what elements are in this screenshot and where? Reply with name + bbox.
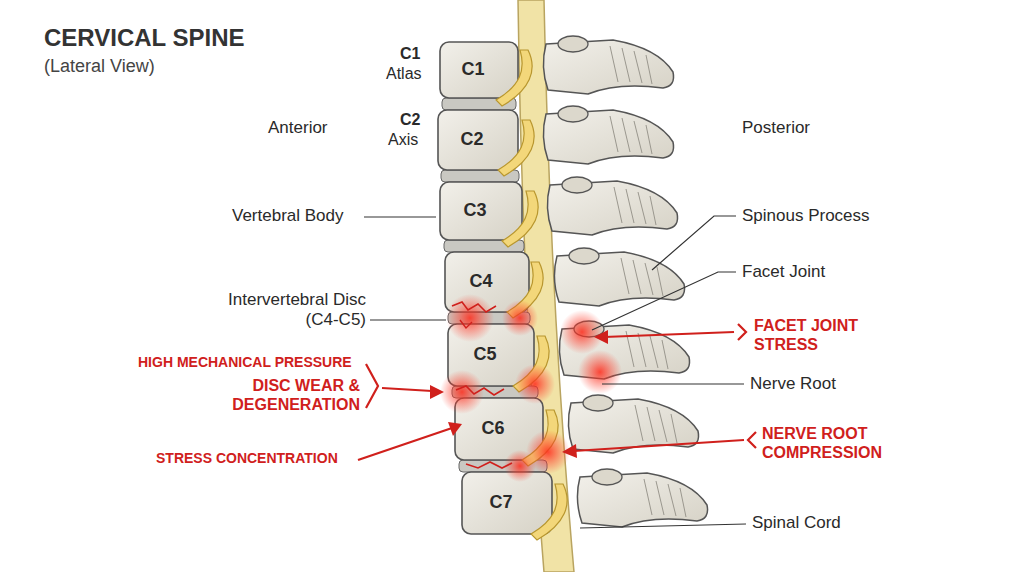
subtitle: (Lateral View) [44,56,155,78]
stress-label: HIGH MECHANICAL PRESSURE [138,354,352,371]
part-label: Spinous Process [742,206,870,226]
stress-label: NERVE ROOT COMPRESSION [762,424,902,462]
direction-label: Posterior [742,118,810,138]
part-label: Intervertebral Disc (C4-C5) [202,290,366,331]
direction-label: Anterior [268,118,328,138]
vertebra-number: C3 [463,200,486,222]
vertebra-number: C1 [461,59,484,81]
title: CERVICAL SPINE [44,24,245,53]
vertebra-number: C5 [473,344,496,366]
stress-label: STRESS CONCENTRATION [156,450,338,467]
vertebra-name: C1 [400,44,420,63]
stress-label: FACET JOINT STRESS [754,316,894,354]
vertebra-number: C2 [460,129,483,151]
vertebra-number: C6 [481,418,504,440]
part-label: Spinal Cord [752,513,841,533]
part-label: Nerve Root [750,374,836,394]
part-label: Facet Joint [742,262,825,282]
vertebra-name: Axis [388,130,418,149]
part-label: Vertebral Body [232,206,344,226]
vertebra-number: C4 [469,271,492,293]
stress-label: DISC WEAR & DEGENERATION [216,376,360,414]
vertebra-name: C2 [400,110,420,129]
vertebra-name: Atlas [386,64,422,83]
vertebra-number: C7 [489,492,512,514]
